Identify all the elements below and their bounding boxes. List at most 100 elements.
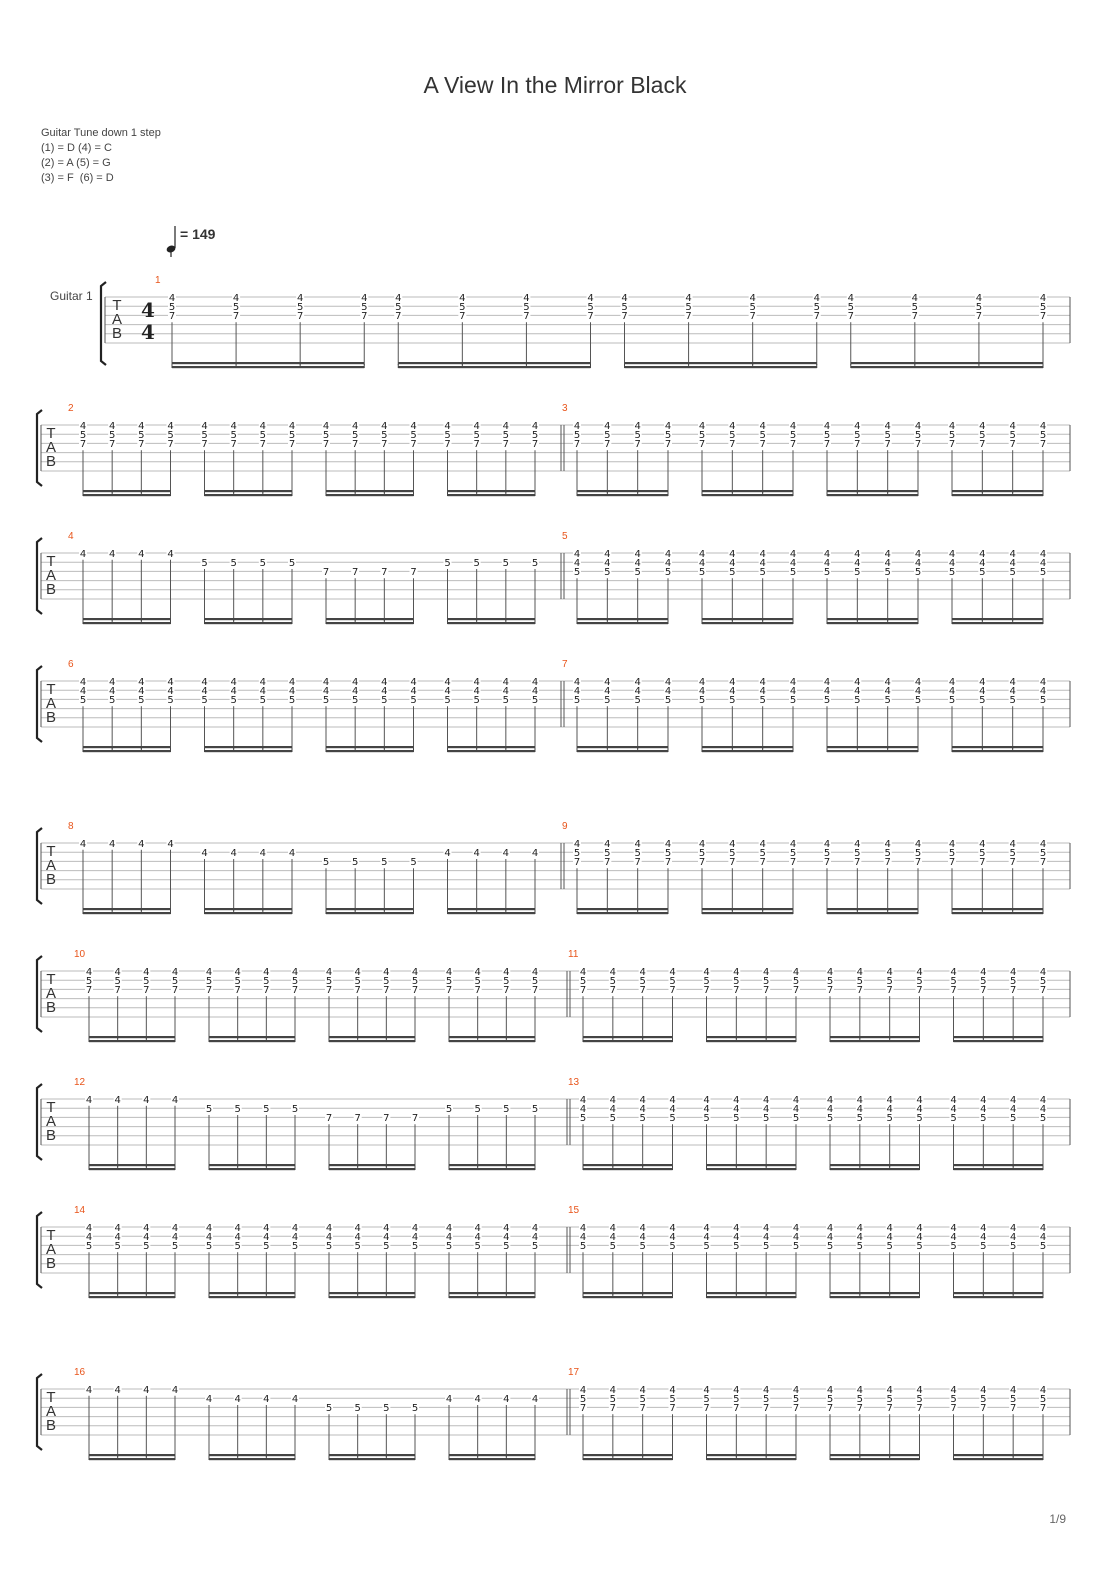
fret-number: 4 (1040, 839, 1046, 850)
fret-number: 5 (857, 1113, 863, 1124)
fret-number: 5 (912, 302, 918, 313)
fret-bg (978, 676, 987, 686)
fret-number: 4 (857, 1385, 863, 1396)
fret-number: 7 (848, 311, 854, 322)
fret-number: 5 (703, 976, 709, 987)
fret-number: 5 (729, 567, 735, 578)
measure-number: 11 (568, 949, 579, 960)
fret-number: 5 (949, 848, 955, 859)
fret-bg (762, 1104, 771, 1113)
fret-bg (826, 1113, 834, 1123)
fret-bg (978, 695, 987, 705)
fret-number: 4 (167, 677, 173, 688)
fret-bg (113, 976, 122, 985)
page-number: 1/9 (1049, 1512, 1066, 1526)
fret-number: 5 (446, 976, 452, 987)
fret-bg (443, 439, 452, 449)
fret-number: 7 (292, 985, 298, 996)
beam (447, 908, 535, 911)
fret-bg (353, 1113, 362, 1123)
fret-number: 4 (352, 677, 358, 688)
fret-bg (608, 1384, 617, 1394)
fret-number: 7 (886, 1403, 892, 1414)
fret-bg (382, 966, 391, 976)
fret-bg (979, 985, 988, 995)
fret-number: 4 (699, 421, 705, 432)
measure-number: 4 (68, 531, 74, 542)
fret-bg (353, 966, 362, 976)
fret-bg (1009, 966, 1018, 976)
fret-number: 4 (260, 686, 266, 697)
fret-bg (732, 966, 741, 976)
fret-number: 4 (916, 1104, 922, 1115)
fret-bg (409, 439, 418, 449)
fret-bg (664, 430, 672, 439)
fret-bg (883, 558, 892, 567)
fret-bg (633, 676, 642, 686)
fret-bg (288, 676, 296, 686)
fret-number: 4 (383, 967, 389, 978)
fret-number: 5 (665, 848, 671, 859)
beam (326, 746, 414, 749)
fret-bg (762, 1113, 771, 1123)
fret-bg (531, 1222, 539, 1232)
fret-bg (885, 1394, 894, 1403)
fret-number: 5 (86, 976, 92, 987)
fret-bg (603, 676, 612, 686)
fret-bg (668, 976, 677, 985)
fret-number: 5 (410, 695, 416, 706)
fret-bg (502, 1104, 511, 1113)
fret-bg (979, 1104, 988, 1113)
fret-bg (531, 420, 539, 430)
fret-bg (200, 558, 209, 567)
fret-bg (171, 976, 179, 985)
fret-bg (949, 1113, 958, 1123)
fret-number: 7 (950, 985, 956, 996)
fret-number: 4 (503, 967, 509, 978)
fret-number: 4 (446, 1394, 452, 1405)
fret-number: 4 (263, 1223, 269, 1234)
fret-number: 5 (916, 1241, 922, 1252)
fret-number: 5 (503, 695, 509, 706)
fret-bg (443, 695, 452, 705)
fret-number: 5 (289, 558, 295, 569)
fret-number: 5 (86, 1241, 92, 1252)
fret-number: 7 (395, 311, 401, 322)
fret-number: 7 (827, 1403, 833, 1414)
fret-number: 7 (749, 311, 755, 322)
fret-number: 5 (234, 1104, 240, 1115)
fret-bg (501, 558, 510, 567)
fret-bg (914, 439, 922, 449)
fret-number: 7 (412, 985, 418, 996)
fret-bg (823, 430, 831, 439)
fret-bg (883, 420, 892, 430)
fret-number: 4 (979, 421, 985, 432)
fret-number: 7 (574, 439, 580, 450)
fret-number: 4 (793, 1095, 799, 1106)
fret-number: 4 (884, 549, 890, 560)
fret-number: 4 (790, 677, 796, 688)
fret-bg (638, 1394, 647, 1403)
fret-number: 5 (1009, 695, 1015, 706)
fret-number: 7 (574, 857, 580, 868)
tab-clef-letter: T (46, 843, 55, 860)
fret-number: 7 (763, 1403, 769, 1414)
beam (706, 1296, 796, 1299)
fret-bg (915, 1241, 924, 1251)
fret-bg (166, 420, 175, 430)
fret-bg (1009, 1222, 1018, 1232)
beam (449, 1036, 535, 1039)
fret-bg (142, 985, 151, 995)
fret-bg (915, 1403, 924, 1413)
fret-number: 5 (729, 848, 735, 859)
beam (326, 912, 414, 915)
fret-bg (113, 985, 122, 995)
fret-number: 4 (395, 293, 401, 304)
fret-bg (1009, 1384, 1018, 1394)
fret-number: 4 (1009, 686, 1015, 697)
fret-number: 5 (503, 1104, 509, 1115)
fret-bg (732, 1113, 741, 1123)
fret-number: 5 (574, 695, 580, 706)
tab-clef-letter: T (46, 681, 55, 698)
fret-number: 4 (532, 1232, 538, 1243)
